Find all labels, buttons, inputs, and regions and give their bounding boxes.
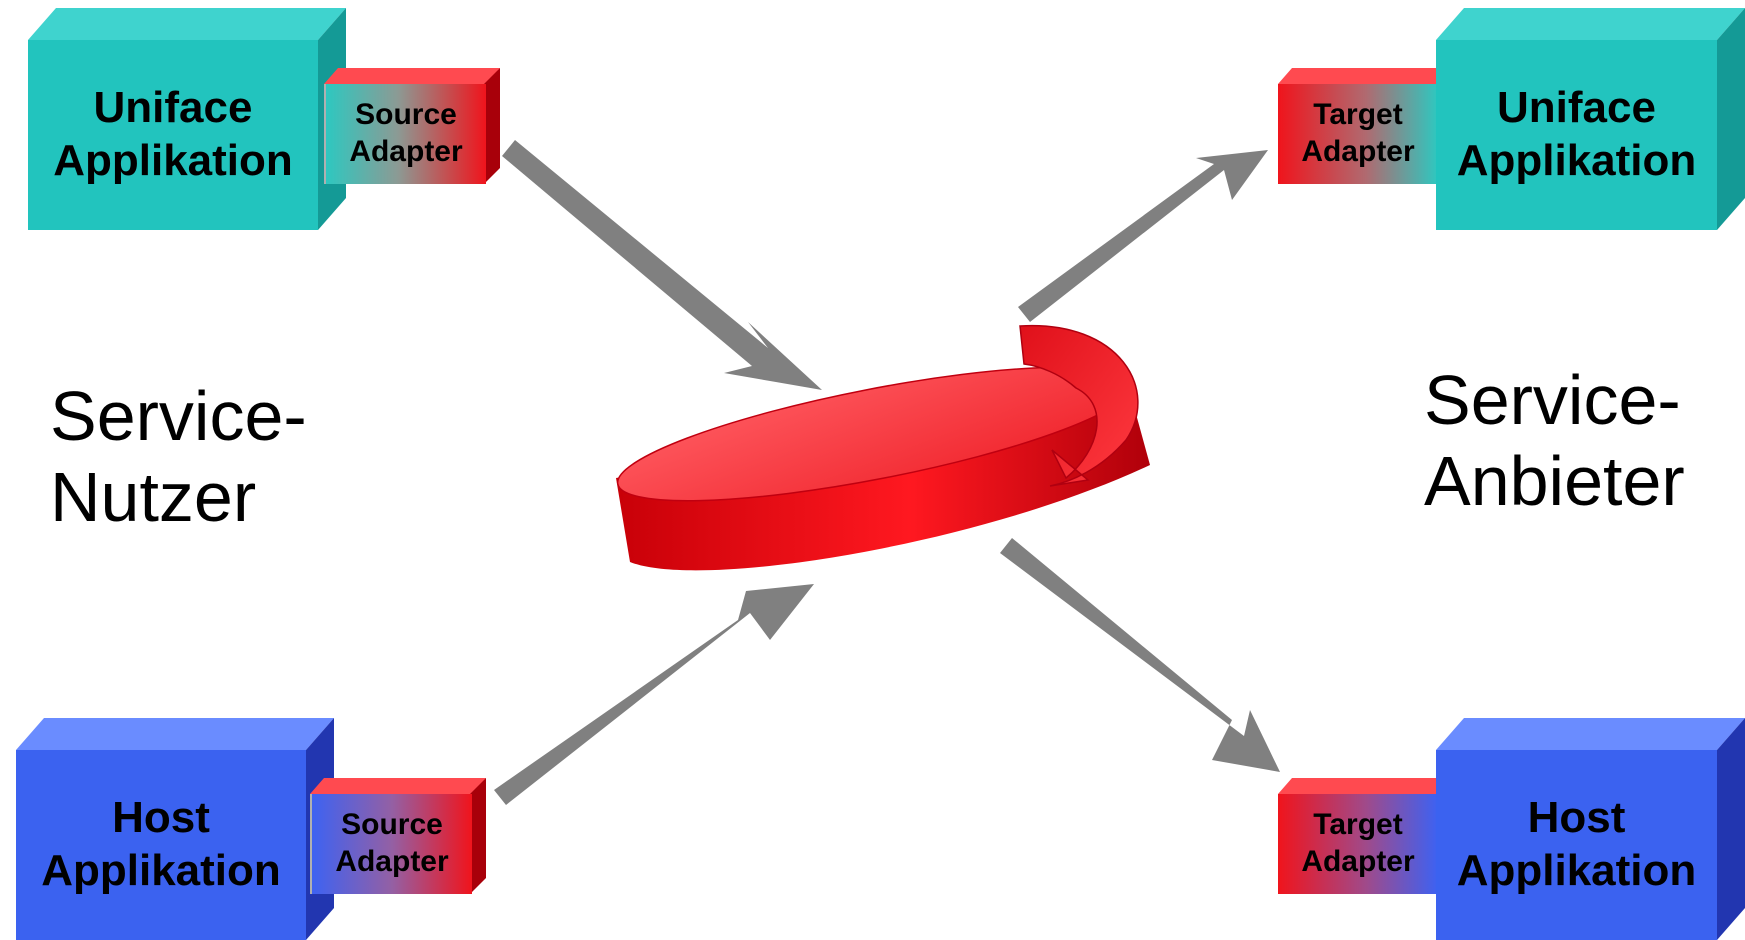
arrow-source-top-to-bus bbox=[502, 140, 822, 390]
source-adapter-bottom: Source Adapter bbox=[310, 778, 486, 894]
role-line1: Service- bbox=[1424, 361, 1681, 439]
adapter-label-line2: Adapter bbox=[335, 845, 449, 878]
swirl-arrow-icon bbox=[1019, 324, 1139, 487]
arrow-bus-to-target-top bbox=[1018, 150, 1268, 322]
app-title-line2: Applikation bbox=[1456, 846, 1697, 895]
uniface-app-consumer: Uniface Applikation bbox=[28, 8, 346, 230]
target-adapter-bottom: Target Adapter bbox=[1278, 778, 1454, 894]
adapter-label-line2: Adapter bbox=[1301, 845, 1415, 878]
app-title-line2: Applikation bbox=[41, 846, 281, 895]
app-title-line1: Host bbox=[112, 793, 210, 843]
message-bus bbox=[616, 324, 1150, 571]
uniface-app-provider: Uniface Applikation bbox=[1436, 8, 1745, 230]
app-title-line2: Applikation bbox=[53, 136, 293, 185]
adapter-label-line1: Source bbox=[341, 808, 443, 842]
app-title-line1: Uniface bbox=[1497, 83, 1656, 133]
source-adapter-top: Source Adapter bbox=[324, 68, 500, 184]
arrow-bus-to-target-bottom bbox=[1000, 538, 1280, 772]
role-line2: Anbieter bbox=[1424, 442, 1685, 521]
app-title-line1: Host bbox=[1527, 793, 1626, 843]
app-title-line2: Applikation bbox=[1456, 136, 1697, 185]
adapter-label-line2: Adapter bbox=[349, 135, 463, 168]
app-title-line1: Uniface bbox=[93, 83, 253, 133]
target-adapter-top: Target Adapter bbox=[1278, 68, 1454, 184]
service-provider-label: Service- Anbieter bbox=[1424, 360, 1685, 522]
adapter-label-line1: Target bbox=[1313, 98, 1403, 132]
host-app-provider: Host Applikation bbox=[1436, 718, 1745, 940]
role-line2: Nutzer bbox=[50, 458, 257, 537]
arrow-source-bottom-to-bus bbox=[494, 584, 814, 805]
service-consumer-label: Service- Nutzer bbox=[50, 376, 307, 538]
adapter-label-line2: Adapter bbox=[1301, 135, 1415, 168]
role-line1: Service- bbox=[50, 377, 307, 455]
adapter-label-line1: Source bbox=[355, 98, 457, 132]
host-app-consumer: Host Applikation bbox=[16, 718, 334, 940]
adapter-label-line1: Target bbox=[1313, 808, 1403, 842]
